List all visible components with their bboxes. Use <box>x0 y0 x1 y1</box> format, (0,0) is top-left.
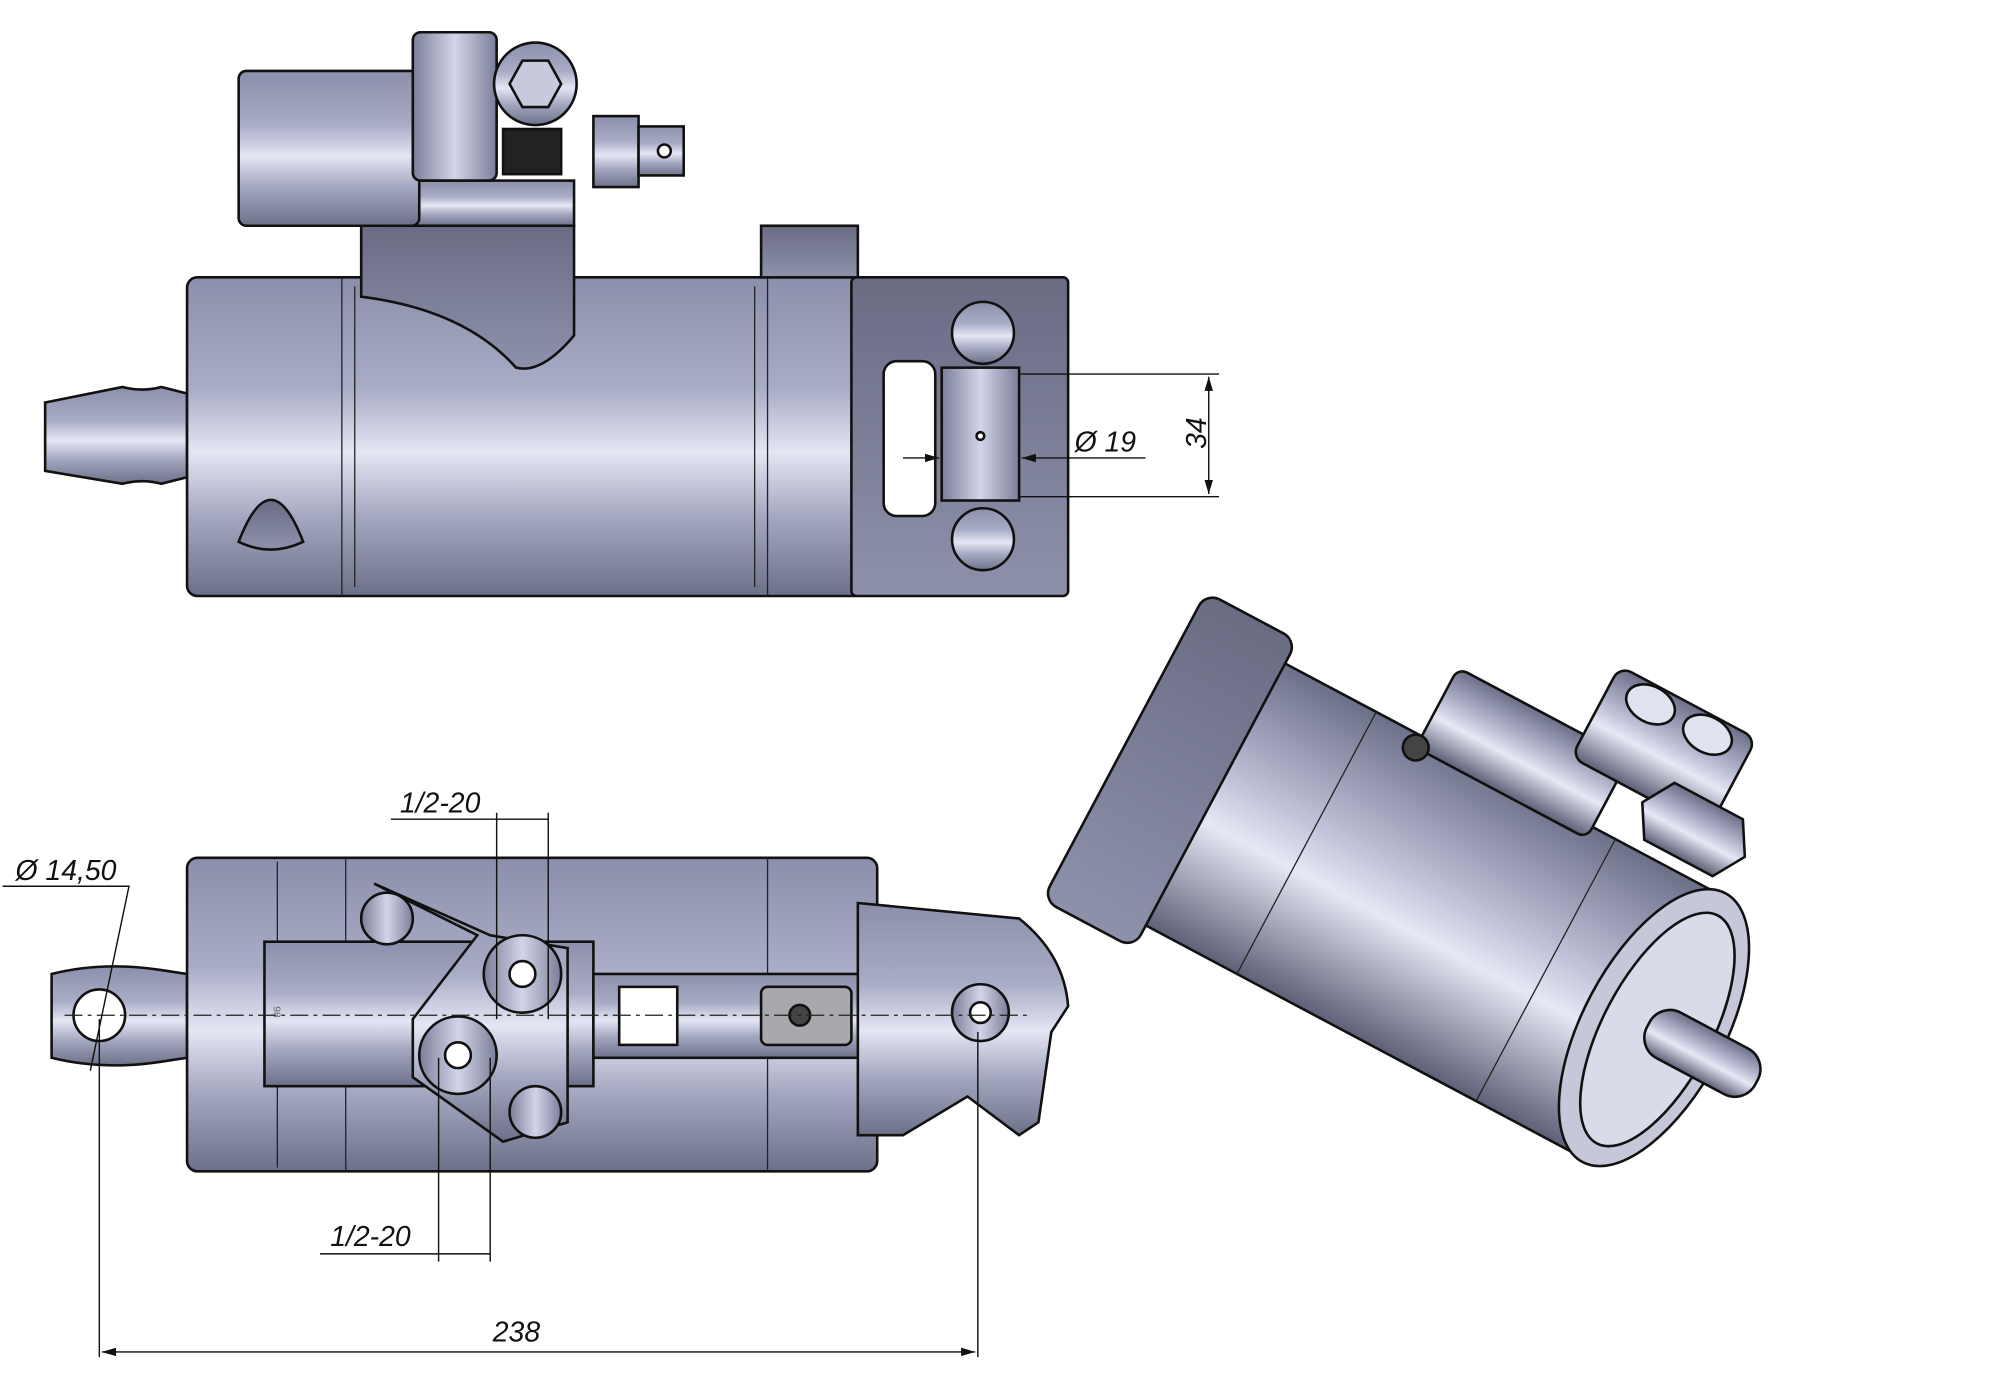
dimension-overall-length: 238 <box>98 1019 979 1358</box>
overall-length-label: 238 <box>492 1317 541 1349</box>
bottom-view: 98 1/2-20 <box>2 788 1070 1358</box>
engraving-98: 98 <box>270 1006 281 1018</box>
port-bottom-label: 1/2-20 <box>330 1221 411 1253</box>
port-top-label: 1/2-20 <box>400 788 481 820</box>
dimension-port-bottom: 1/2-20 <box>319 1057 491 1262</box>
triangle-marker <box>237 498 305 551</box>
gap-dimension-label: 34 <box>1181 417 1213 449</box>
isometric-view <box>1046 596 1762 1168</box>
port-plate <box>359 882 569 1144</box>
clevis-bottom <box>856 901 1070 1137</box>
dimension-34: 34 <box>1019 373 1220 498</box>
dimension-eye-diameter: Ø 14,50 <box>2 855 130 1071</box>
clevis <box>850 276 1070 598</box>
pin-diameter-label: Ø 19 <box>1074 426 1137 458</box>
hose-barb <box>43 385 189 486</box>
dimension-pin-diameter: Ø 19 <box>902 426 1146 463</box>
valve-block <box>237 30 685 370</box>
eye-diameter-label: Ø 14,50 <box>14 855 116 887</box>
top-view: 34 Ø 19 <box>43 30 1220 598</box>
dimension-port-top: 1/2-20 <box>390 788 549 1020</box>
